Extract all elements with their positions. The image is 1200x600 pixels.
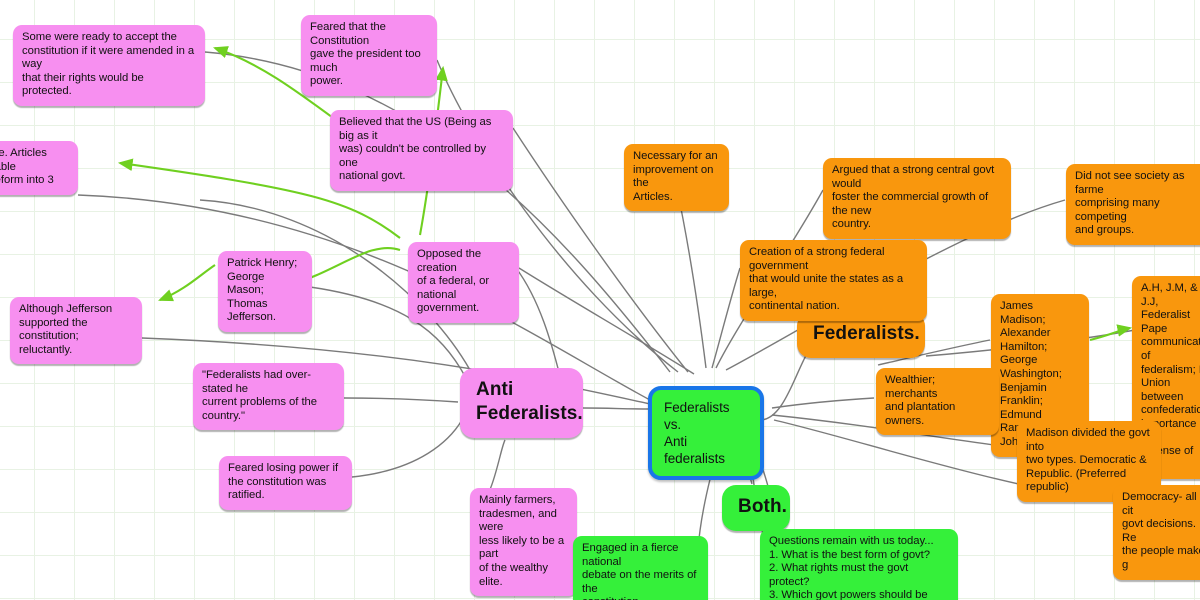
node-wealthier-merchants[interactable]: Wealthier; merchants and plantation owne…	[876, 368, 999, 436]
node-overstated-problems[interactable]: "Federalists had over-stated he current …	[193, 363, 344, 431]
node-feared-losing-power[interactable]: Feared losing power if the constitution …	[219, 456, 352, 510]
node-articles-workable[interactable]: d have. Articles workable up&reform into…	[0, 141, 78, 195]
node-us-too-big[interactable]: Believed that the US (Being as big as it…	[330, 110, 513, 191]
node-questions-remain[interactable]: Questions remain with us today... 1. Wha…	[760, 529, 958, 600]
node-mainly-farmers[interactable]: Mainly farmers, tradesmen, and were less…	[470, 488, 577, 597]
node-commercial-growth[interactable]: Argued that a strong central govt would …	[823, 158, 1011, 239]
node-fierce-debate[interactable]: Engaged in a fierce national debate on t…	[573, 536, 708, 600]
node-democracy-republic[interactable]: Democracy- all cit govt decisions. Re th…	[1113, 485, 1200, 580]
node-improvement-on-articles[interactable]: Necessary for an improvement on the Arti…	[624, 144, 729, 212]
root-node[interactable]: Federalists vs. Anti federalists	[648, 386, 764, 480]
node-strong-federal-government[interactable]: Creation of a strong federal government …	[740, 240, 927, 321]
branch-both[interactable]: Both.	[722, 485, 790, 531]
node-accept-if-amended[interactable]: Some were ready to accept the constituti…	[13, 25, 205, 106]
node-opposed-federal-govt[interactable]: Opposed the creation of a federal, or na…	[408, 242, 519, 323]
branch-anti-federalists[interactable]: Anti Federalists.	[460, 368, 583, 438]
node-anti-federalist-leaders[interactable]: Patrick Henry; George Mason; Thomas Jeff…	[218, 251, 312, 332]
node-jefferson-reluctant[interactable]: Although Jefferson supported the constit…	[10, 297, 142, 365]
node-society-not-farmers[interactable]: Did not see society as farme comprising …	[1066, 164, 1200, 245]
node-president-too-much-power[interactable]: Feared that the Constitution gave the pr…	[301, 15, 437, 96]
